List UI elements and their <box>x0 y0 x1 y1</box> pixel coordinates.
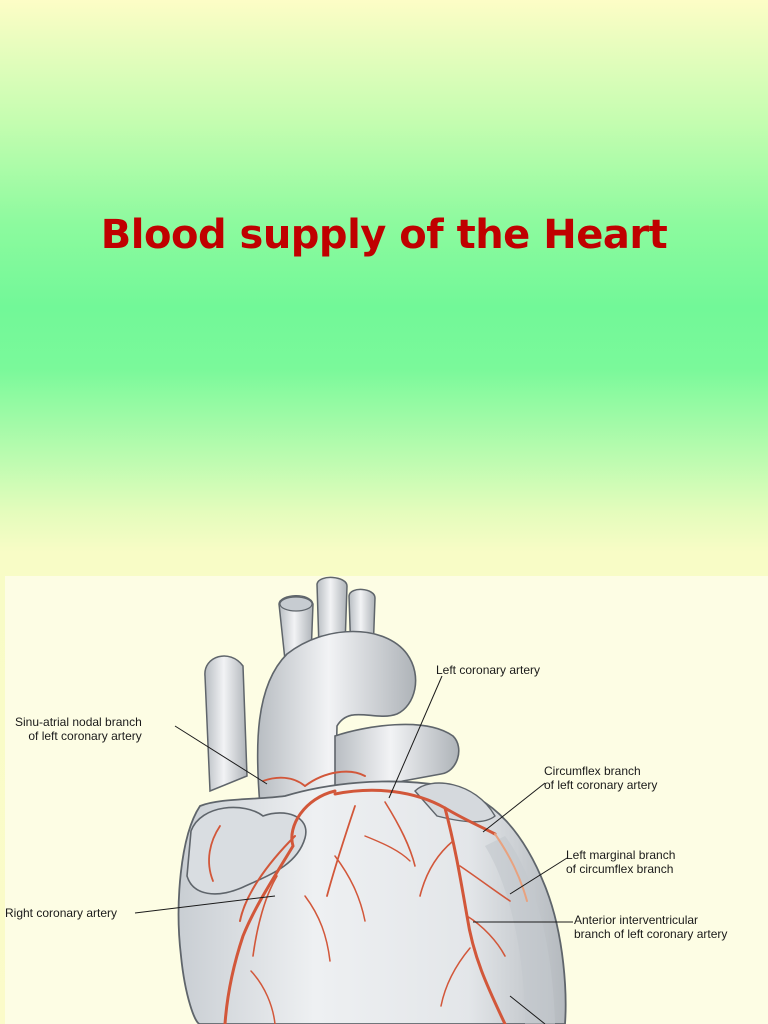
label-left-marginal-branch: Left marginal branch of circumflex branc… <box>566 848 675 876</box>
label-line: of circumflex branch <box>566 862 675 876</box>
label-anterior-interventricular-branch: Anterior interventricular branch of left… <box>574 913 727 941</box>
label-line: Left coronary artery <box>436 663 540 677</box>
label-line: of left coronary artery <box>15 729 142 743</box>
label-line: Left marginal branch <box>566 848 675 862</box>
label-circumflex-branch: Circumflex branch of left coronary arter… <box>544 764 657 792</box>
label-line: Right coronary artery <box>5 906 117 920</box>
heart-illustration: Left coronary artery Sinu-atrial nodal b… <box>5 576 768 1024</box>
superior-vena-cava <box>205 656 247 791</box>
label-right-coronary-artery: Right coronary artery <box>5 906 117 920</box>
label-line: Sinu-atrial nodal branch <box>15 715 142 729</box>
heart-drawing <box>5 576 768 1024</box>
label-line: branch of left coronary artery <box>574 927 727 941</box>
label-sinu-atrial-nodal-branch: Sinu-atrial nodal branch of left coronar… <box>15 715 142 743</box>
label-left-coronary-artery: Left coronary artery <box>436 663 540 677</box>
slide-title: Blood supply of the Heart <box>0 212 768 258</box>
label-line: of left coronary artery <box>544 778 657 792</box>
label-line: Circumflex branch <box>544 764 657 778</box>
label-line: Anterior interventricular <box>574 913 727 927</box>
